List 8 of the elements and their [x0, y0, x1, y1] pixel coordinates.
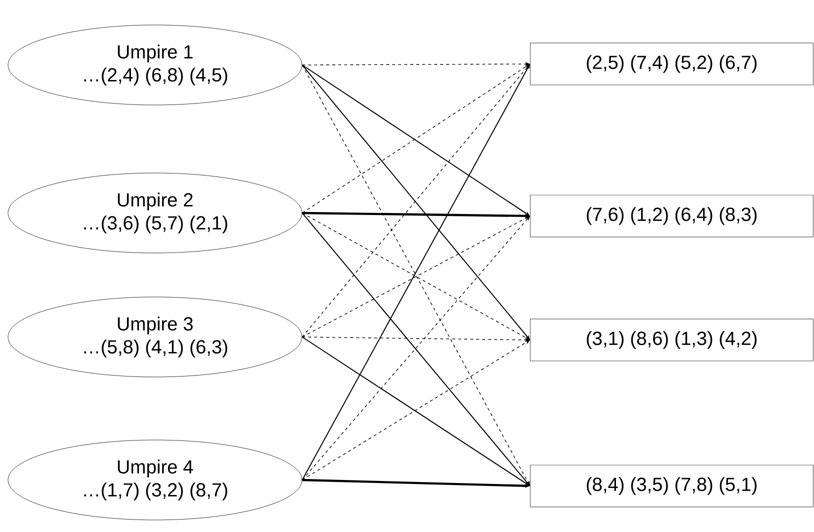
sequence-box: (7,6) (1,2) (6,4) (8,3) [530, 194, 814, 238]
ellipse-node: Umpire 4 …(1,7) (3,2) (8,7) [8, 440, 302, 520]
sequence-box: (3,1) (8,6) (1,3) (4,2) [530, 318, 814, 362]
sequence-box: (2,5) (7,4) (5,2) (6,7) [530, 42, 814, 86]
sequence-box: (8,4) (3,5) (7,8) (5,1) [530, 464, 814, 508]
ellipse-node: Umpire 2 …(3,6) (5,7) (2,1) [8, 172, 302, 254]
ellipse-node: Umpire 1 …(2,4) (6,8) (4,5) [8, 24, 302, 106]
ellipse-node: Umpire 3 …(5,8) (4,1) (6,3) [8, 296, 302, 378]
